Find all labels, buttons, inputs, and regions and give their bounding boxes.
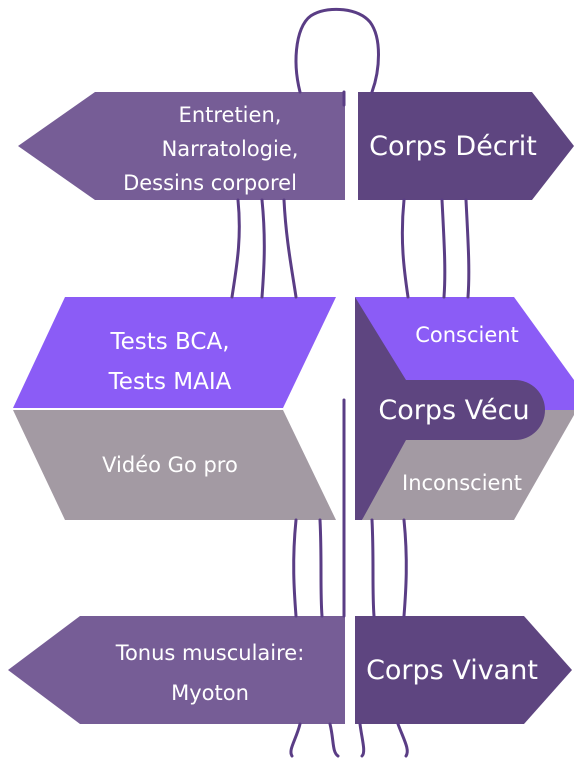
row2-right-bottom-label: Inconscient bbox=[402, 471, 522, 495]
row3-left-line1: Tonus musculaire: bbox=[115, 641, 305, 665]
row1-right-arrow bbox=[358, 92, 574, 200]
row1-left-line1: Entretien, bbox=[178, 103, 282, 127]
row2-left-bottom-chevron bbox=[13, 410, 336, 520]
human-silhouette-outline bbox=[230, 7, 471, 758]
row3-right-label: Corps Vivant bbox=[366, 655, 538, 686]
row1-left-arrow bbox=[18, 92, 345, 200]
row3-right-arrow bbox=[355, 616, 572, 724]
row1-left-line3: Dessins corporel bbox=[123, 171, 297, 195]
row2-right-center-label: Corps Vécu bbox=[378, 395, 530, 426]
row2-right-top-label: Conscient bbox=[415, 323, 519, 347]
row2-left-bottom-label: Vidéo Go pro bbox=[102, 453, 238, 477]
row2-left-top-chevron bbox=[13, 297, 336, 408]
row3-left-arrow bbox=[8, 616, 345, 724]
row2-left-top-line1: Tests BCA, bbox=[110, 329, 230, 355]
row1-left-line2: Narratologie, bbox=[161, 137, 299, 161]
row3-left-line2: Myoton bbox=[171, 681, 249, 705]
row1-right-label: Corps Décrit bbox=[369, 131, 537, 162]
row2-right-center-banner bbox=[355, 297, 545, 520]
row2-left-top-line2: Tests MAIA bbox=[108, 369, 232, 395]
